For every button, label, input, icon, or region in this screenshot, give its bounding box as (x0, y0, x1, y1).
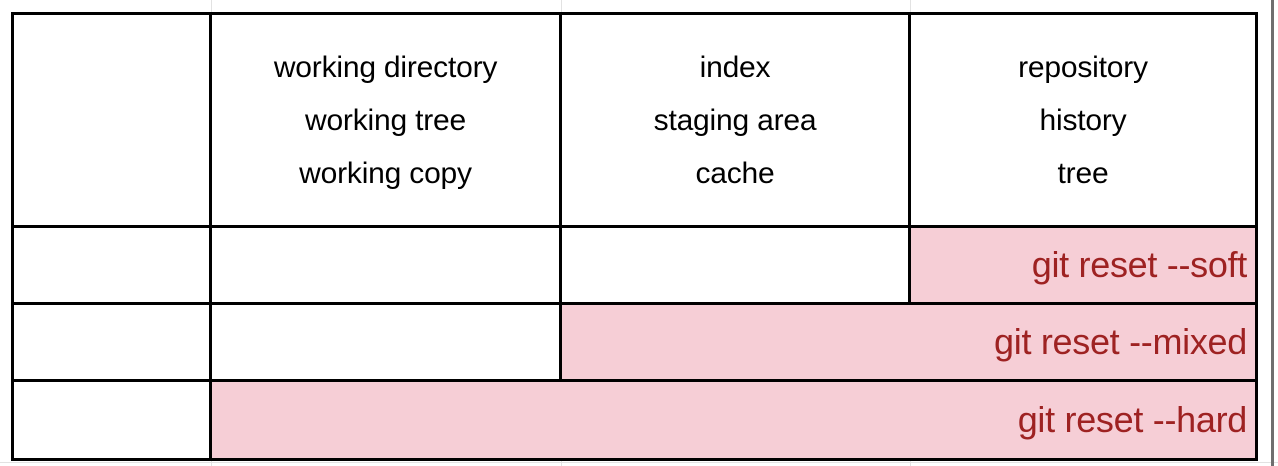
header-line: repository (1018, 50, 1148, 84)
table-row-soft: git reset --soft (11, 225, 1258, 305)
sheet-gridline-horizontal-1 (0, 462, 1278, 463)
header-line: tree (1057, 156, 1109, 190)
header-line: working directory (273, 50, 498, 84)
table-row-hard: git reset --hard (11, 379, 1258, 461)
header-cell-index: index staging area cache (559, 12, 911, 228)
table-header-row: working directory working tree working c… (11, 12, 1258, 228)
header-line: staging area (653, 103, 817, 137)
row-mixed-working-directory-cell (209, 302, 562, 382)
header-line: history (1039, 103, 1127, 137)
header-line: working copy (299, 156, 472, 190)
header-label-group-index: index staging area cache (562, 41, 908, 200)
command-label-hard: git reset --hard (1017, 399, 1248, 440)
header-line: cache (695, 156, 775, 190)
command-label-mixed: git reset --mixed (994, 321, 1247, 362)
header-cell-empty (11, 12, 212, 228)
row-soft-command-cell: git reset --soft (908, 225, 1258, 305)
table-row-mixed: git reset --mixed (11, 302, 1258, 382)
header-label-group-working-directory: working directory working tree working c… (212, 41, 559, 200)
command-label-soft: git reset --soft (1031, 244, 1248, 285)
row-hard-label-cell (11, 379, 212, 461)
header-cell-working-directory: working directory working tree working c… (209, 12, 562, 228)
sheet-column-edge (1271, 0, 1274, 466)
row-soft-label-cell (11, 225, 212, 305)
row-hard-command-cell: git reset --hard (209, 379, 1258, 461)
header-cell-repository: repository history tree (908, 12, 1258, 228)
row-soft-working-directory-cell (209, 225, 562, 305)
row-soft-index-cell (559, 225, 911, 305)
git-reset-scope-table: working directory working tree working c… (11, 12, 1258, 461)
header-line: working tree (304, 103, 466, 137)
header-line: index (699, 50, 771, 84)
row-mixed-command-cell: git reset --mixed (559, 302, 1258, 382)
row-mixed-label-cell (11, 302, 212, 382)
header-label-group-repository: repository history tree (911, 41, 1255, 200)
